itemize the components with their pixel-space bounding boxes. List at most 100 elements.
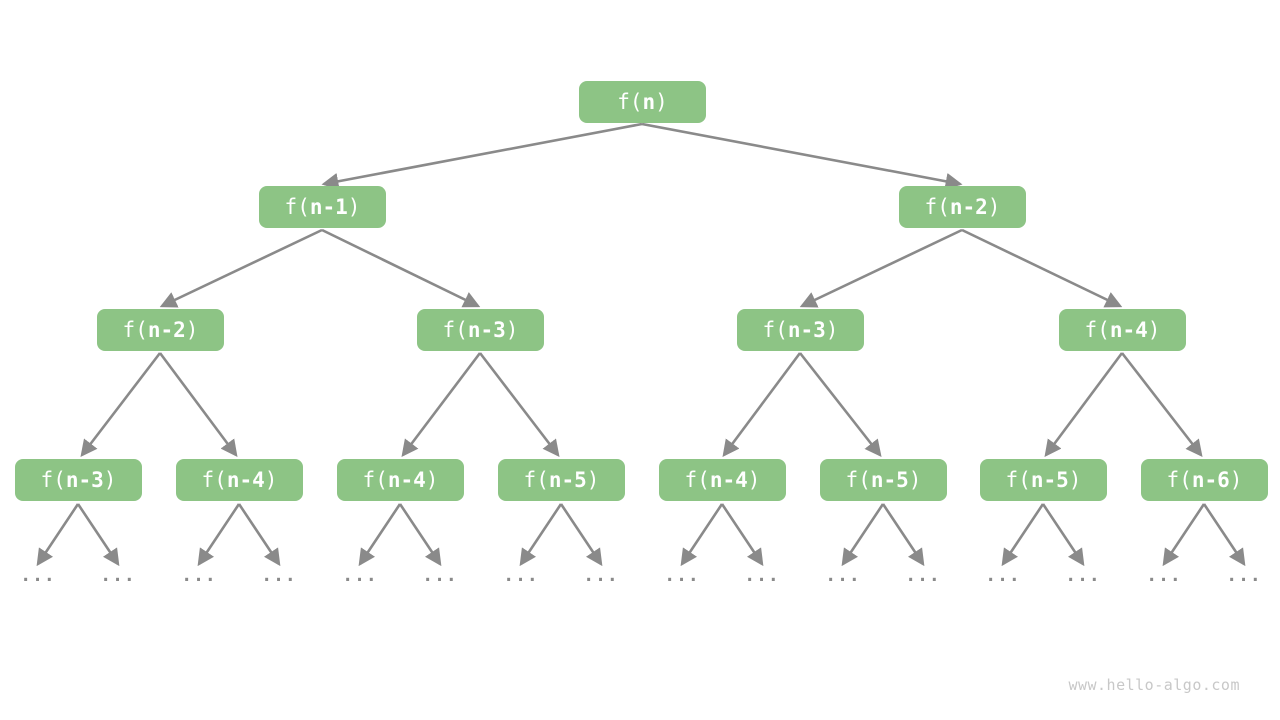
node-label-arg: n-1	[309, 195, 348, 219]
edge	[36, 503, 80, 567]
ellipsis: ...	[1146, 565, 1182, 586]
node-label-pre: f(	[40, 468, 66, 492]
tree-node-f-n-6: f(n-6)	[1141, 459, 1268, 501]
node-label-arg: n-2	[147, 318, 186, 342]
edge	[1202, 503, 1246, 567]
node-label-arg: n-3	[65, 468, 104, 492]
edge	[680, 503, 724, 567]
node-label-pre: f(	[362, 468, 388, 492]
edge	[237, 503, 281, 567]
edge	[722, 352, 802, 458]
node-label-arg: n-3	[467, 318, 506, 342]
node-label-pre: f(	[617, 90, 643, 114]
node-label-arg: n-4	[226, 468, 265, 492]
node-label-post: )	[655, 90, 668, 114]
edge	[478, 352, 560, 458]
node-label-post: )	[347, 195, 361, 219]
tree-node-f-n-3: f(n-3)	[15, 459, 142, 501]
node-label-pre: f(	[762, 318, 788, 342]
node-label-pre: f(	[924, 195, 950, 219]
node-label-arg: n-6	[1191, 468, 1230, 492]
edge	[1162, 503, 1206, 567]
tree-node-f-n-5: f(n-5)	[498, 459, 625, 501]
edge	[401, 352, 482, 458]
edge	[799, 228, 963, 308]
tree-node-f-n-5: f(n-5)	[980, 459, 1107, 501]
tree-node-f-n-5: f(n-5)	[820, 459, 947, 501]
edge	[881, 503, 925, 567]
edge	[80, 352, 162, 458]
node-label-post: )	[908, 468, 922, 492]
ellipsis: ...	[261, 565, 297, 586]
node-label-post: )	[264, 468, 278, 492]
ellipsis: ...	[583, 565, 619, 586]
node-label-pre: f(	[442, 318, 468, 342]
tree-node-f-n-3: f(n-3)	[737, 309, 864, 351]
node-label-arg: n-5	[1030, 468, 1069, 492]
watermark-text: www.hello-algo.com	[1068, 676, 1240, 694]
node-label-post: )	[103, 468, 117, 492]
ellipsis: ...	[825, 565, 861, 586]
edge	[1120, 352, 1203, 458]
ellipsis: ...	[503, 565, 539, 586]
ellipsis: ...	[985, 565, 1021, 586]
node-label-pre: f(	[201, 468, 227, 492]
ellipsis: ...	[1065, 565, 1101, 586]
edge	[398, 503, 442, 567]
node-label-pre: f(	[1166, 468, 1192, 492]
node-label-arg: n	[642, 90, 656, 114]
tree-node-f-n-4: f(n-4)	[659, 459, 786, 501]
node-label-pre: f(	[284, 195, 310, 219]
node-label-pre: f(	[122, 318, 148, 342]
tree-node-f-n-4: f(n-4)	[176, 459, 303, 501]
node-label-arg: n-4	[1109, 318, 1148, 342]
node-label-arg: n-2	[949, 195, 988, 219]
node-label-post: )	[425, 468, 439, 492]
edge	[158, 352, 238, 458]
node-label-post: )	[586, 468, 600, 492]
node-label-post: )	[505, 318, 519, 342]
node-label-arg: n-5	[548, 468, 587, 492]
edge	[358, 503, 402, 567]
node-label-post: )	[1068, 468, 1082, 492]
edge	[321, 228, 481, 308]
tree-node-f-n-1: f(n-1)	[259, 186, 386, 228]
node-label-post: )	[1229, 468, 1243, 492]
tree-node-f-n: f(n)	[579, 81, 706, 123]
node-label-arg: n-4	[387, 468, 426, 492]
edge	[720, 503, 764, 567]
ellipsis: ...	[100, 565, 136, 586]
tree-node-f-n-4: f(n-4)	[337, 459, 464, 501]
edge-root-left	[321, 122, 643, 190]
ellipsis: ...	[1226, 565, 1262, 586]
edge	[841, 503, 885, 567]
tree-node-f-n-2: f(n-2)	[97, 309, 224, 351]
node-label-pre: f(	[1005, 468, 1031, 492]
edge-root-right	[641, 122, 963, 190]
edge	[519, 503, 563, 567]
node-label-post: )	[1147, 318, 1161, 342]
ellipsis: ...	[905, 565, 941, 586]
ellipsis: ...	[664, 565, 700, 586]
tree-node-f-n-3: f(n-3)	[417, 309, 544, 351]
node-label-pre: f(	[845, 468, 871, 492]
node-label-pre: f(	[1084, 318, 1110, 342]
edge	[1041, 503, 1085, 567]
edge	[197, 503, 241, 567]
edge	[159, 228, 323, 308]
ellipsis: ...	[422, 565, 458, 586]
node-label-arg: n-5	[870, 468, 909, 492]
node-label-pre: f(	[523, 468, 549, 492]
ellipsis: ...	[181, 565, 217, 586]
node-label-arg: n-3	[787, 318, 826, 342]
ellipsis: ...	[20, 565, 56, 586]
node-label-post: )	[747, 468, 761, 492]
edge	[961, 228, 1123, 308]
node-label-pre: f(	[684, 468, 710, 492]
node-label-post: )	[987, 195, 1001, 219]
tree-node-f-n-4: f(n-4)	[1059, 309, 1186, 351]
node-label-post: )	[825, 318, 839, 342]
ellipsis: ...	[342, 565, 378, 586]
